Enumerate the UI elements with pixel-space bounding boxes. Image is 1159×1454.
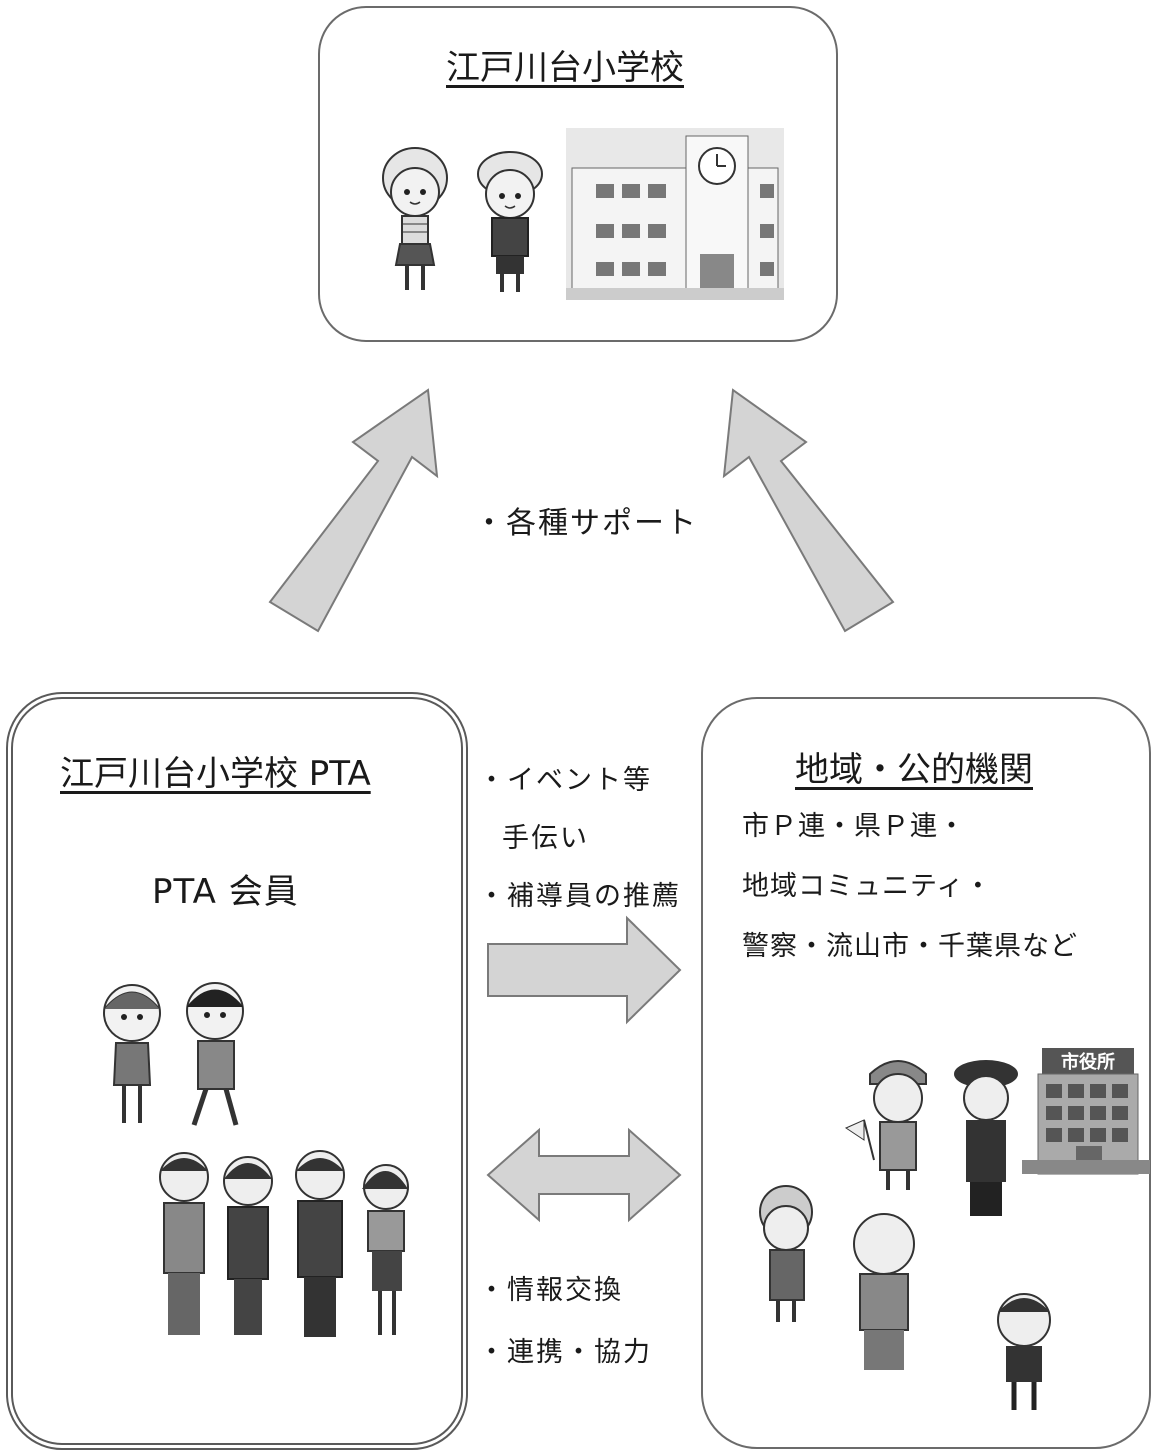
school-building-illustration [566,128,784,300]
mother-icon [103,984,161,1123]
exchange-item-cooperation: ・連携・協力 [478,1337,652,1368]
member-icon-2 [223,1156,273,1335]
member-icon-1 [159,1152,209,1335]
exchange-item-info: ・情報交換 [478,1275,623,1306]
support-label: ・各種サポート [474,506,698,541]
support-item-help: 手伝い [502,823,589,854]
city-hall-icon: 市役所 [1022,1048,1150,1175]
pta-members-label: PTA 会員 [152,872,299,912]
region-line-1: 市Ｐ連・県Ｐ連・ [742,811,966,842]
support-item-event: ・イベント等 [478,765,652,796]
community-bottom-illustration [759,1185,1051,1410]
region-title: 地域・公的機関 [795,750,1033,790]
elder-volunteer-icon [844,1060,927,1190]
parents-illustration [103,982,244,1126]
members-group-illustration [159,1150,409,1337]
double-arrow [486,1127,682,1223]
school-title: 江戸川台小学校 [446,48,684,88]
child-icon [997,1293,1051,1410]
pta-title: 江戸川台小学校 PTA [60,754,371,794]
police-officer-icon [954,1060,1018,1216]
children-illustration [382,147,543,292]
community-top-illustration: 市役所 [844,1048,1150,1216]
girl-student-icon [382,147,448,290]
support-item-recommend: ・補導員の推薦 [478,881,681,912]
right-arrow [487,915,682,1025]
region-line-3: 警察・流山市・千葉県など [742,931,1078,962]
up-arrow-left [268,388,439,633]
member-icon-4 [362,1164,409,1335]
elder-woman-icon [759,1185,813,1322]
boy-student-icon [477,151,543,292]
up-arrow-right [722,388,895,633]
city-hall-sign: 市役所 [1061,1051,1115,1073]
member-icon-3 [295,1150,345,1337]
father-icon [186,982,244,1126]
elder-man-icon [853,1213,915,1370]
region-line-2: 地域コミュニティ・ [742,871,993,902]
